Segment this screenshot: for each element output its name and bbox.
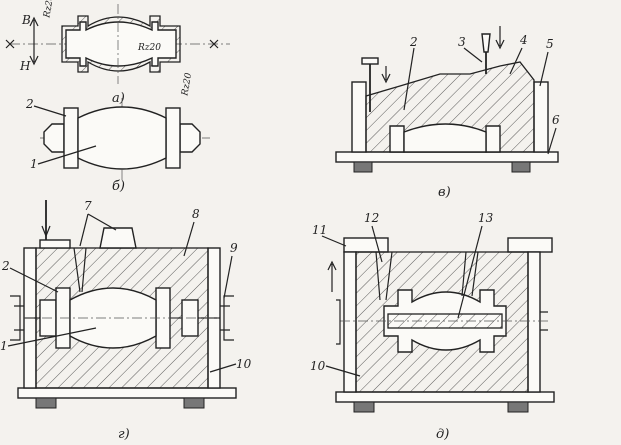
view-a: В Н Rz20 Rz20 Rz20 а) — [5, 0, 230, 106]
axis-label-top: В — [21, 13, 31, 27]
view-g: 7 8 9 2 1 10 г) — [0, 199, 252, 442]
callout-2: 2 — [409, 35, 418, 49]
roughness-label: Rz20 — [180, 72, 194, 98]
callout-2: 2 — [25, 97, 34, 111]
callout-12: 12 — [364, 211, 379, 225]
callout-9: 9 — [230, 241, 238, 255]
callout-10: 10 — [310, 359, 326, 373]
view-d: 11 12 13 10 д) — [310, 211, 555, 442]
callout-3: 3 — [458, 35, 466, 49]
callout-2: 2 — [1, 259, 10, 273]
callout-13: 13 — [478, 211, 494, 225]
roughness-label: Rz20 — [137, 43, 161, 53]
callout-5: 5 — [546, 37, 554, 51]
axis-label-bottom: Н — [19, 59, 31, 73]
caption-d: д) — [436, 427, 449, 442]
caption-b: б) — [112, 179, 125, 194]
callout-7: 7 — [84, 199, 92, 213]
roughness-label: Rz20 — [42, 0, 56, 19]
callout-1: 1 — [30, 157, 38, 171]
callout-11: 11 — [312, 223, 327, 237]
caption-g: г) — [118, 427, 130, 442]
callout-4: 4 — [519, 33, 528, 47]
caption-v: в) — [438, 185, 451, 200]
callout-8: 8 — [192, 207, 200, 221]
caption-a: а) — [112, 91, 125, 106]
callout-10: 10 — [236, 357, 252, 371]
view-v: 2 3 4 5 6 в) — [335, 26, 560, 200]
callout-1: 1 — [0, 339, 8, 353]
callout-6: 6 — [552, 113, 560, 127]
view-b: 2 1 б) — [25, 97, 210, 194]
